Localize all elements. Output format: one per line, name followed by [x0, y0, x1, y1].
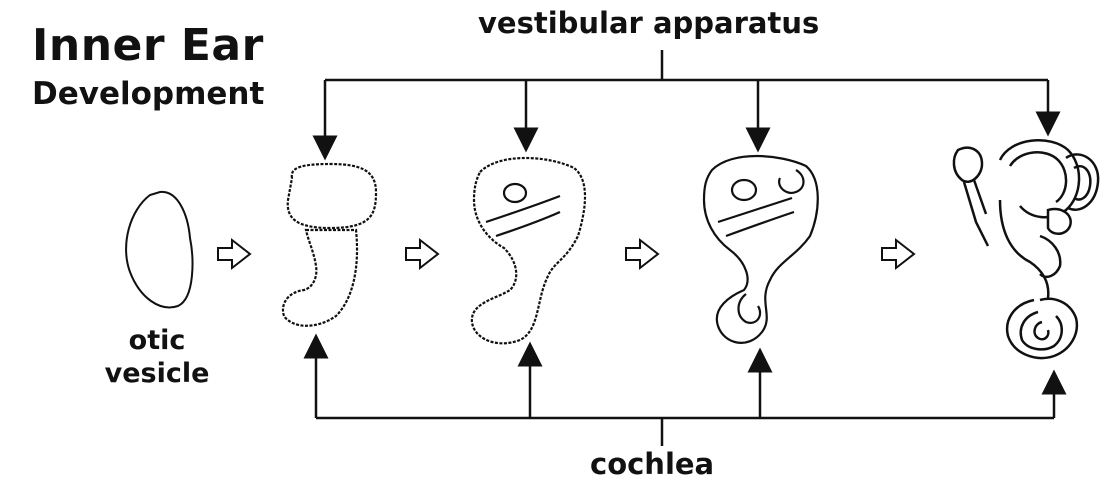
- stage-2-shape: [283, 164, 376, 326]
- process-arrow-2: [406, 240, 438, 268]
- stage-3-shape: [472, 158, 585, 343]
- vestibular-bracket: [325, 50, 1048, 148]
- process-arrow-3: [626, 240, 658, 268]
- otic-vesicle-shape: [126, 192, 192, 307]
- process-arrow-1: [218, 240, 250, 268]
- cochlea-bracket: [316, 346, 1054, 446]
- stage-4-shape: [704, 156, 818, 343]
- process-arrow-4: [882, 240, 914, 268]
- stage-5-shape: [954, 140, 1098, 358]
